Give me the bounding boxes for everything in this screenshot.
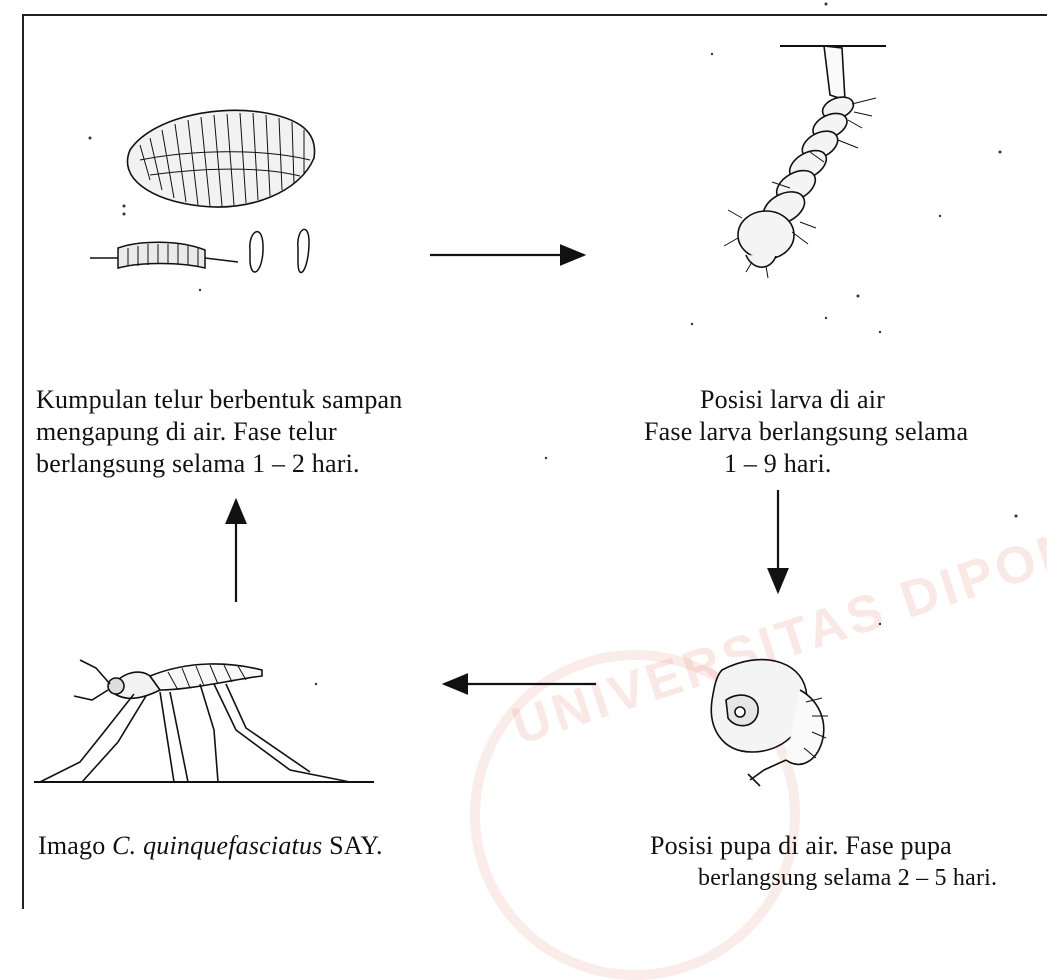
- scan-specks: [89, 3, 1018, 686]
- pupa-caption-line-2: berlangsung selama 2 – 5 hari.: [650, 862, 997, 894]
- imago-caption-suffix: SAY.: [322, 831, 382, 860]
- imago-species-name: C. quinquefasciatus: [112, 831, 322, 860]
- egg-raft-illustration: [127, 110, 314, 207]
- pupa-caption-line-1: Posisi pupa di air. Fase pupa: [650, 830, 997, 862]
- larva-caption-line-3: 1 – 9 hari.: [644, 448, 968, 480]
- egg-raft-side-illustration: [90, 229, 309, 272]
- egg-caption-line-2: mengapung di air. Fase telur: [36, 416, 403, 448]
- pupa-illustration: [711, 660, 828, 786]
- pupa-stage-caption: Posisi pupa di air. Fase pupa berlangsun…: [650, 830, 997, 894]
- larva-illustration: [724, 46, 886, 278]
- imago-stage-caption: Imago C. quinquefasciatus SAY.: [38, 830, 383, 862]
- imago-caption-prefix: Imago: [38, 831, 112, 860]
- egg-caption-line-1: Kumpulan telur berbentuk sampan: [36, 384, 403, 416]
- larva-caption-line-1: Posisi larva di air: [644, 384, 968, 416]
- larva-caption-line-2: Fase larva berlangsung selama: [644, 416, 968, 448]
- egg-stage-caption: Kumpulan telur berbentuk sampan mengapun…: [36, 384, 403, 480]
- imago-illustration: [34, 660, 374, 782]
- larva-stage-caption: Posisi larva di air Fase larva berlangsu…: [644, 384, 968, 480]
- egg-caption-line-3: berlangsung selama 1 – 2 hari.: [36, 448, 403, 480]
